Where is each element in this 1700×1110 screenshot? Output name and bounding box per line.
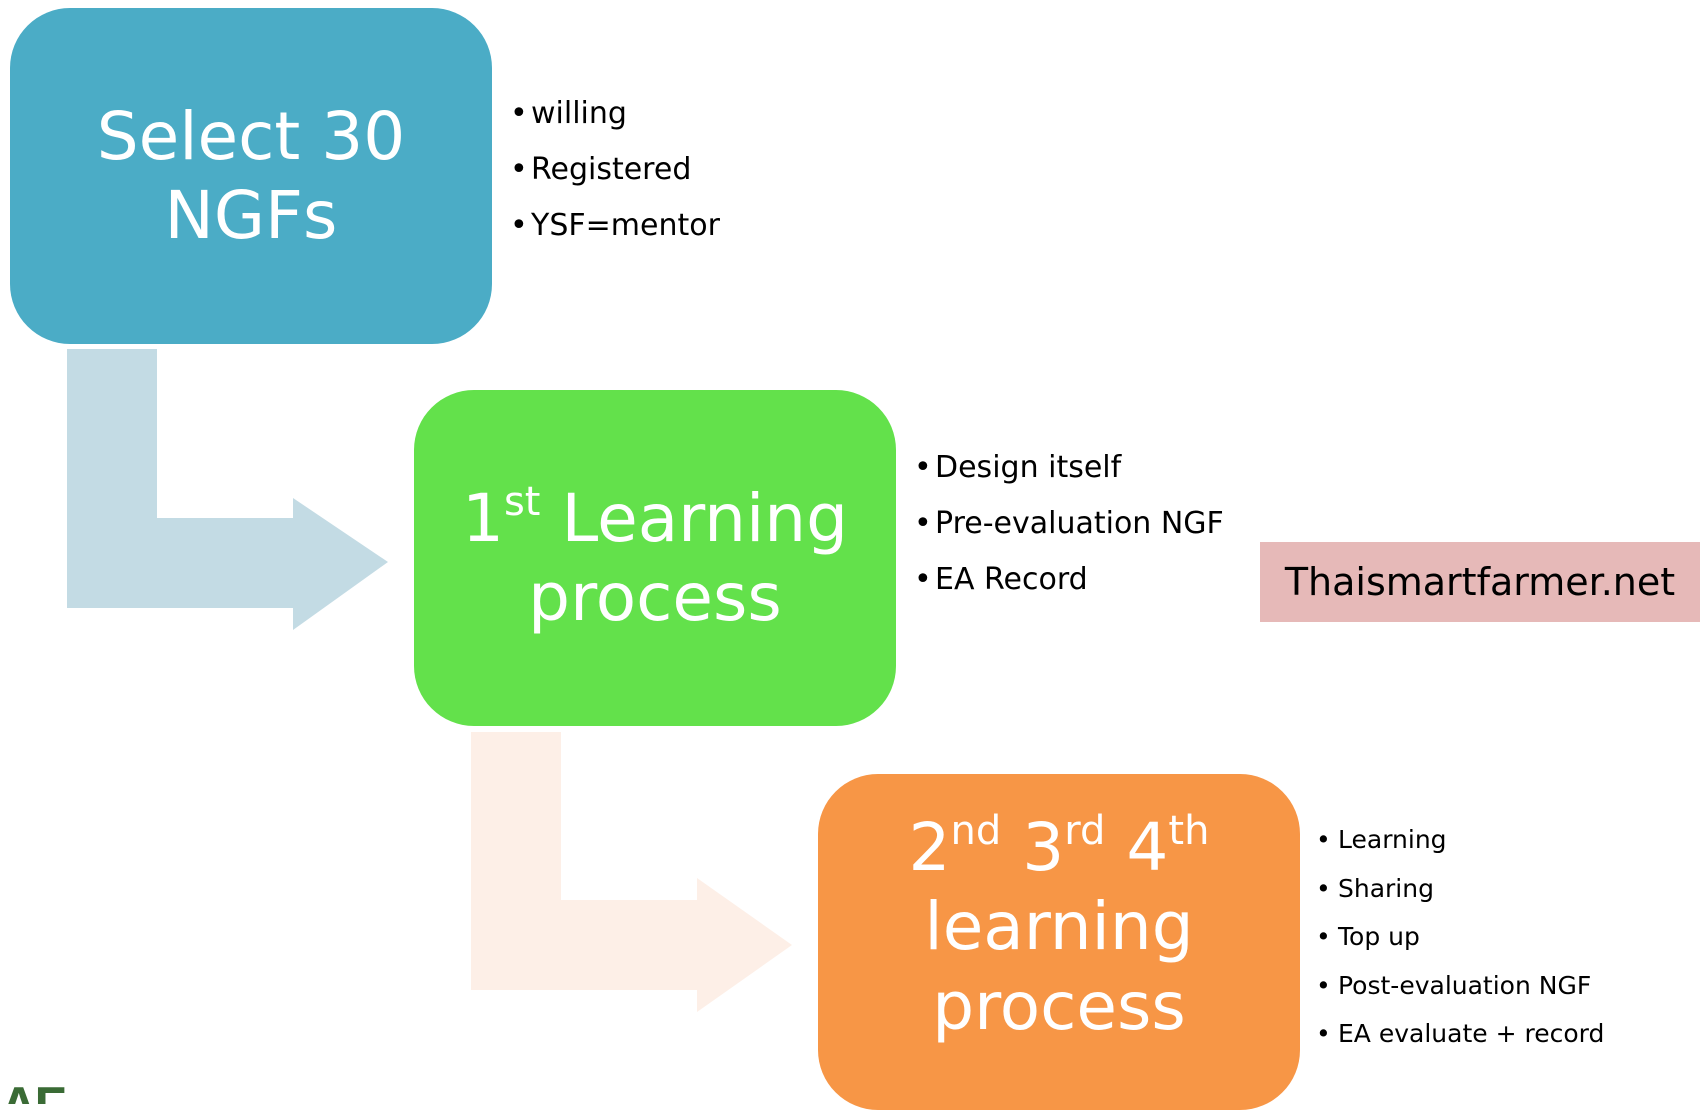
step-title: 1st Learning process xyxy=(462,479,848,637)
logo: AF xyxy=(0,1080,95,1104)
ordinal-suffix: th xyxy=(1168,808,1210,855)
step-title-line: Learning xyxy=(540,479,849,557)
ordinal-number: 2 xyxy=(908,809,951,887)
list-item: YSF=mentor xyxy=(510,206,720,262)
list-item: EA evaluate + record xyxy=(1316,1017,1604,1066)
ordinal-suffix: nd xyxy=(950,808,1002,855)
step-title-line: process xyxy=(932,967,1186,1045)
list-item: Learning xyxy=(1316,823,1604,872)
step-select-ngfs-box: Select 30 NGFs xyxy=(10,8,492,344)
step-title-line: NGFs xyxy=(164,177,338,254)
list-item: Post-evaluation NGF xyxy=(1316,969,1604,1018)
ordinal-suffix: rd xyxy=(1064,808,1106,855)
step-title-line: Select 30 xyxy=(96,97,406,175)
list-item: Design itself xyxy=(914,448,1224,504)
step-select-ngfs-criteria: willing Registered YSF=mentor xyxy=(510,94,720,262)
list-item: Sharing xyxy=(1316,872,1604,921)
list-item: Top up xyxy=(1316,920,1604,969)
step-first-learning-details: Design itself Pre-evaluation NGF EA Reco… xyxy=(914,448,1224,616)
bent-arrow-icon xyxy=(471,732,792,1012)
step-title: Select 30 NGFs xyxy=(97,97,406,255)
list-item: willing xyxy=(510,94,720,150)
step-title-line: process xyxy=(528,559,782,636)
list-item: EA Record xyxy=(914,560,1224,616)
list-item: Pre-evaluation NGF xyxy=(914,504,1224,560)
ordinal-number: 3 xyxy=(1022,809,1065,887)
step-title: 2nd 3rd 4th learning process xyxy=(909,808,1210,1046)
website-label: Thaismartfarmer.net xyxy=(1260,542,1700,622)
step-further-learning-details: Learning Sharing Top up Post-evaluation … xyxy=(1316,823,1604,1066)
ordinal-number: 1 xyxy=(461,479,504,557)
bent-arrow-icon xyxy=(67,349,388,630)
ordinal-suffix: st xyxy=(503,478,541,525)
step-title-line: learning xyxy=(924,888,1194,966)
list-item: Registered xyxy=(510,150,720,206)
step-further-learning-box: 2nd 3rd 4th learning process xyxy=(818,774,1300,1110)
logo-text: AF xyxy=(0,1080,95,1104)
ordinal-number: 4 xyxy=(1126,809,1169,887)
step-first-learning-box: 1st Learning process xyxy=(414,390,896,726)
